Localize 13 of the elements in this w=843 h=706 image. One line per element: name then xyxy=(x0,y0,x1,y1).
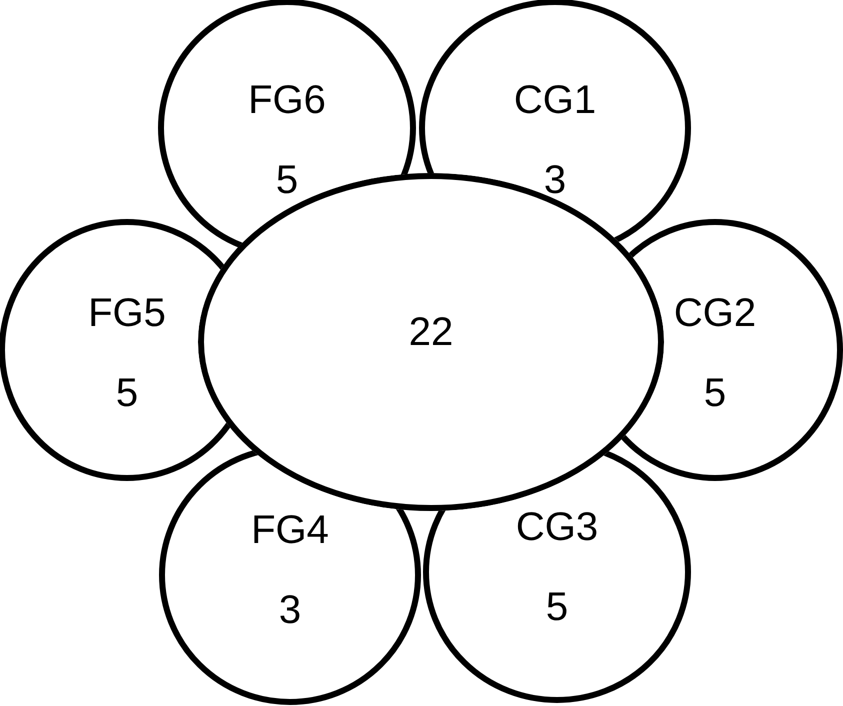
count-label: 5 xyxy=(274,157,300,204)
count-label: 3 xyxy=(542,157,568,204)
group-label: FG6 xyxy=(247,77,327,124)
group-label: CG1 xyxy=(512,77,598,124)
count-label: 22 xyxy=(408,309,454,356)
count-label: 5 xyxy=(114,370,140,417)
group-label: FG5 xyxy=(87,290,167,337)
count-label: 3 xyxy=(278,587,302,634)
count-label: 5 xyxy=(702,370,728,417)
count-label: 5 xyxy=(544,584,570,631)
group-label: CG3 xyxy=(514,504,600,551)
group-label: CG2 xyxy=(672,290,758,337)
group-label: FG4 xyxy=(250,507,330,554)
